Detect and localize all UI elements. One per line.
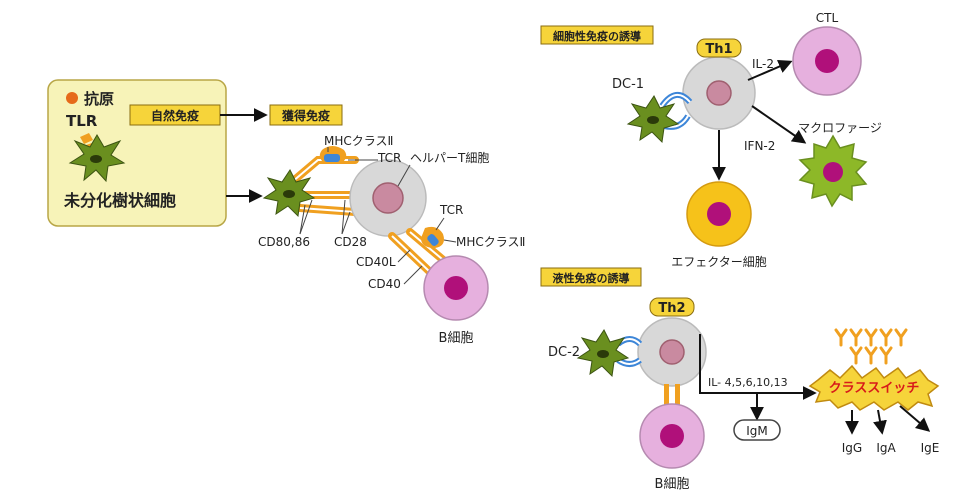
ctl-nucleus bbox=[815, 49, 839, 73]
cd40-label: CD40 bbox=[368, 277, 401, 291]
iga-label: IgA bbox=[876, 441, 896, 455]
antigen-dot-icon bbox=[66, 92, 78, 104]
tcr-bottom-label: TCR bbox=[439, 203, 463, 217]
helper-t-label: ヘルパーT細胞 bbox=[410, 151, 489, 165]
cd40l-label: CD40L bbox=[356, 255, 396, 269]
cellular-title: 細胞性免疫の誘導 bbox=[553, 29, 641, 43]
th1-nucleus bbox=[706, 80, 732, 106]
cd40l-leader bbox=[397, 249, 411, 263]
antigen-label: 抗原 bbox=[84, 90, 114, 108]
helper-t-nucleus bbox=[372, 182, 404, 214]
dc-nucleus-icon bbox=[647, 116, 659, 124]
tcr-top-icon bbox=[324, 154, 340, 162]
dc1-label: DC-1 bbox=[612, 77, 644, 92]
cd40-leader bbox=[403, 265, 423, 285]
macrophage-label: マクロファージ bbox=[798, 121, 882, 135]
dc1-connector-inner bbox=[661, 94, 691, 107]
tlr-label: TLR bbox=[66, 112, 98, 130]
th1-label-box bbox=[696, 38, 742, 58]
ige-label: IgE bbox=[921, 441, 940, 455]
cd80-leader-2 bbox=[299, 199, 313, 235]
mhc-bottom-label: MHCクラスⅡ bbox=[456, 235, 525, 249]
igm-label: IgM bbox=[746, 424, 768, 438]
antibody-cluster-icon bbox=[834, 328, 908, 365]
mhc-bottom-leader bbox=[443, 239, 457, 243]
igg-label: IgG bbox=[842, 441, 862, 455]
il-label: IL- 4,5,6,10,13 bbox=[708, 376, 788, 389]
dc-nucleus-icon bbox=[597, 350, 609, 358]
th1-to-macrophage-arrow bbox=[751, 105, 807, 144]
class-switch-burst bbox=[808, 364, 940, 411]
effector-label: エフェクター細胞 bbox=[671, 255, 767, 269]
dc2-connector-2-inner bbox=[617, 359, 641, 365]
macrophage-nucleus bbox=[823, 162, 843, 182]
humoral-title-box bbox=[540, 267, 642, 287]
th1-to-ctl-arrow bbox=[747, 59, 793, 81]
cellular-title-box bbox=[540, 25, 654, 45]
th2-cytokine-line bbox=[699, 334, 817, 400]
th2-bcell-bar-left bbox=[664, 384, 669, 412]
tcr-bottom-leader bbox=[435, 217, 445, 231]
cd28-label: CD28 bbox=[334, 235, 367, 249]
tcr-top-label: TCR bbox=[377, 151, 401, 165]
to-ige-arrow bbox=[899, 405, 931, 432]
bcell-synapse-nucleus bbox=[444, 276, 468, 300]
tb-bar-left-inner bbox=[391, 235, 431, 273]
immature-dc-label: 未分化樹状細胞 bbox=[63, 191, 176, 210]
humoral-title: 液性免疫の誘導 bbox=[553, 271, 630, 285]
cd80-leader bbox=[299, 204, 306, 235]
bcell-humoral-nucleus bbox=[660, 424, 684, 448]
synapse-top-bar bbox=[288, 156, 359, 186]
th2-label: Th2 bbox=[658, 301, 685, 316]
th2-label-box bbox=[649, 297, 695, 317]
cd80-label: CD80,86 bbox=[258, 235, 310, 249]
cd28-leader-2 bbox=[341, 211, 351, 235]
effector-nucleus bbox=[707, 202, 731, 226]
ifn-label: IFN-2 bbox=[744, 139, 775, 153]
innate-label: 自然免疫 bbox=[151, 108, 199, 123]
bcell-synapse-label: B細胞 bbox=[439, 331, 474, 346]
il2-label: IL-2 bbox=[752, 57, 774, 71]
tlr-receptor-icon bbox=[80, 133, 93, 144]
class-switch-label: クラススイッチ bbox=[829, 381, 920, 396]
th1-label: Th1 bbox=[705, 42, 732, 57]
igm-box bbox=[733, 419, 781, 441]
to-iga-arrow bbox=[873, 409, 887, 435]
ctl-label: CTL bbox=[816, 11, 839, 25]
bcell-humoral-label: B細胞 bbox=[655, 477, 690, 492]
helper-t-leader bbox=[397, 164, 411, 187]
dc2-label: DC-2 bbox=[548, 345, 580, 360]
dc-nucleus-icon bbox=[90, 155, 102, 163]
th2-nucleus bbox=[659, 339, 685, 365]
adaptive-label-box bbox=[269, 104, 343, 126]
dc-nucleus-icon bbox=[283, 190, 295, 198]
th2-bcell-bar-right bbox=[675, 384, 680, 412]
adaptive-label: 獲得免疫 bbox=[282, 108, 330, 123]
mhc-top-label: MHCクラスⅡ bbox=[324, 134, 393, 148]
tcr-bottom-icon bbox=[427, 234, 439, 246]
cd28-leader bbox=[341, 199, 346, 235]
